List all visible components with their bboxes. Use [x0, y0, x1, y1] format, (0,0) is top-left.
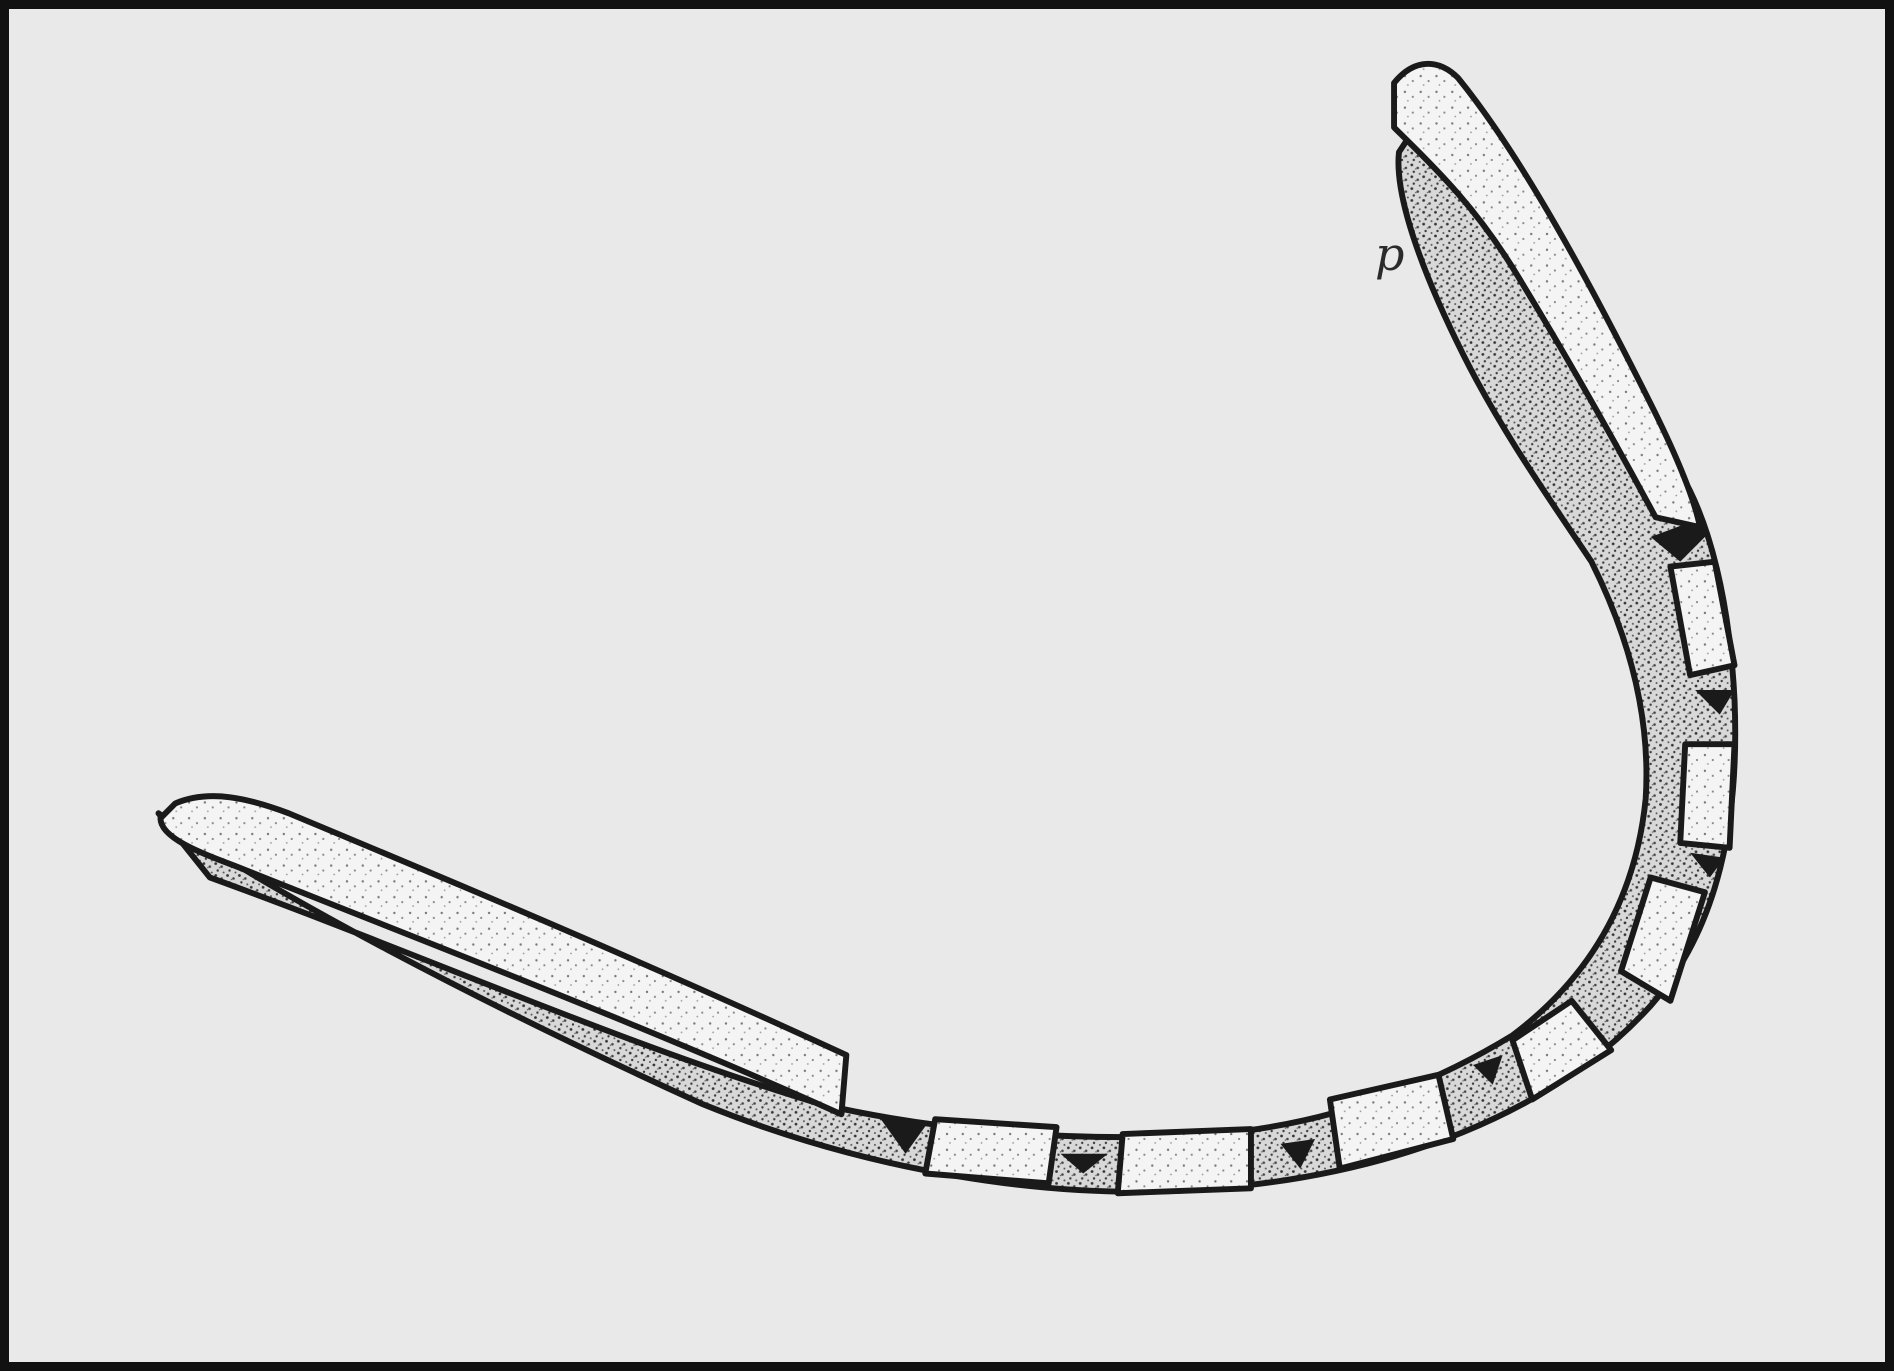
left-light-strip: [160, 796, 846, 1114]
bottom-block-3: [1330, 1075, 1453, 1169]
outer-band: [158, 137, 1735, 1191]
right-block-3: [1680, 744, 1734, 848]
bottom-block-2: [1118, 1129, 1251, 1193]
label-p: p: [1375, 231, 1404, 277]
bottom-block-1: [925, 1119, 1056, 1183]
cross-section-diagram: [9, 9, 1885, 1362]
